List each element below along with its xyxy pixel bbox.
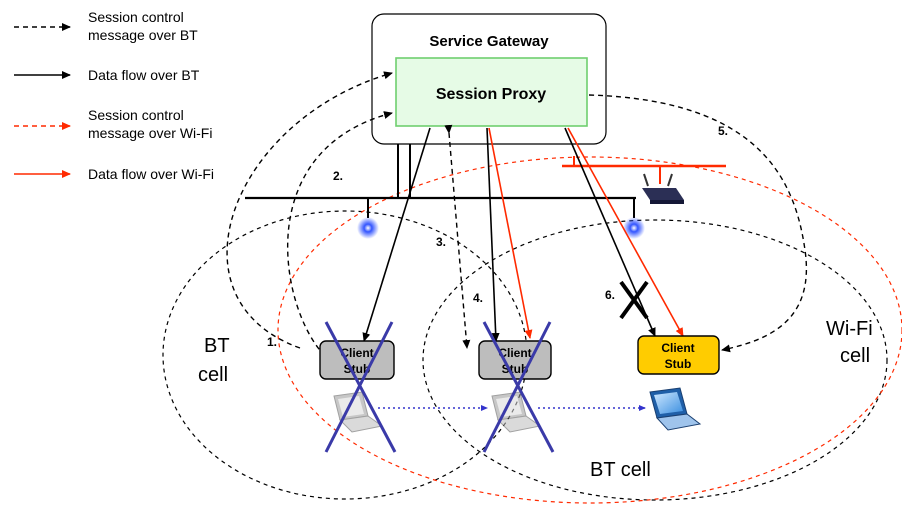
disconnected-cross-middle-icon xyxy=(482,321,555,453)
session-proxy-box xyxy=(395,57,588,127)
legend-label-line2: message over Wi-Fi xyxy=(88,125,212,141)
step-label-1: 1. xyxy=(267,335,277,349)
session-control-arrow-step1 xyxy=(226,71,393,349)
bt-cell-right-label: BT cell xyxy=(590,459,651,481)
legend-item-session-bt: Session control message over BT xyxy=(14,9,198,43)
client-stub-box xyxy=(637,335,720,375)
client-stub-label-line1: Client xyxy=(340,346,373,360)
bt-access-point-left-icon xyxy=(357,217,379,239)
step-label-2: 2. xyxy=(333,169,343,183)
client-stub-middle: Client Stub xyxy=(478,340,552,380)
bt-cell-right-boundary xyxy=(422,219,888,501)
legend-item-data-bt: Data flow over BT xyxy=(14,67,200,83)
legend: Session control message over BT Data flo… xyxy=(14,9,214,182)
data-flow-bt-to-stub-middle xyxy=(486,127,500,342)
broken-bt-path-cross-icon xyxy=(619,280,649,320)
data-flow-wifi-to-stub-right xyxy=(567,127,684,337)
step-label-4: 4. xyxy=(473,291,483,305)
legend-label-line1: Session control xyxy=(88,107,184,123)
wifi-backbone xyxy=(562,156,726,204)
wifi-cell-boundary xyxy=(277,156,902,504)
session-control-arrow-step3 xyxy=(444,124,471,349)
step-label-6: 6. xyxy=(605,288,615,302)
legend-item-session-wifi: Session control message over Wi-Fi xyxy=(14,107,212,141)
data-flow-wifi-to-stub-middle xyxy=(488,127,533,339)
step-label-3: 3. xyxy=(436,235,446,249)
bt-access-point-right-icon xyxy=(623,217,645,239)
wifi-cell-label-line1: Wi-Fi xyxy=(826,318,873,340)
legend-label-line2: message over BT xyxy=(88,27,198,43)
laptop-left-icon xyxy=(333,391,384,433)
service-gateway: Service Gateway Session Proxy xyxy=(371,13,607,145)
client-stub-left: Client Stub xyxy=(319,340,395,380)
legend-label-line1: Data flow over BT xyxy=(88,67,200,83)
legend-item-data-wifi: Data flow over Wi-Fi xyxy=(14,166,214,182)
data-flow-bt-to-stub-right xyxy=(564,127,656,337)
session-control-arrow-step5 xyxy=(588,94,808,353)
disconnected-cross-left-icon xyxy=(324,321,397,453)
bt-backbone xyxy=(245,144,645,239)
bt-cell-left-label-line1: BT xyxy=(204,335,230,357)
client-stub-label-line1: Client xyxy=(498,346,531,360)
data-flow-bt-to-stub-left xyxy=(362,127,431,342)
session-proxy-label: Session Proxy xyxy=(436,86,546,103)
step-label-5: 5. xyxy=(718,124,728,138)
client-stub-label-line2: Stub xyxy=(665,357,692,371)
wifi-cell-label-line2: cell xyxy=(840,345,870,367)
client-stub-label-line1: Client xyxy=(661,341,694,355)
wifi-router-icon xyxy=(642,173,684,204)
bt-cell-left-label-line2: cell xyxy=(198,364,228,386)
session-control-arrow-step2 xyxy=(286,111,393,357)
laptop-right-icon xyxy=(649,387,702,431)
service-gateway-title: Service Gateway xyxy=(429,33,549,50)
legend-label-line1: Session control xyxy=(88,9,184,25)
legend-label-line1: Data flow over Wi-Fi xyxy=(88,166,214,182)
client-stub-right: Client Stub xyxy=(637,335,720,375)
